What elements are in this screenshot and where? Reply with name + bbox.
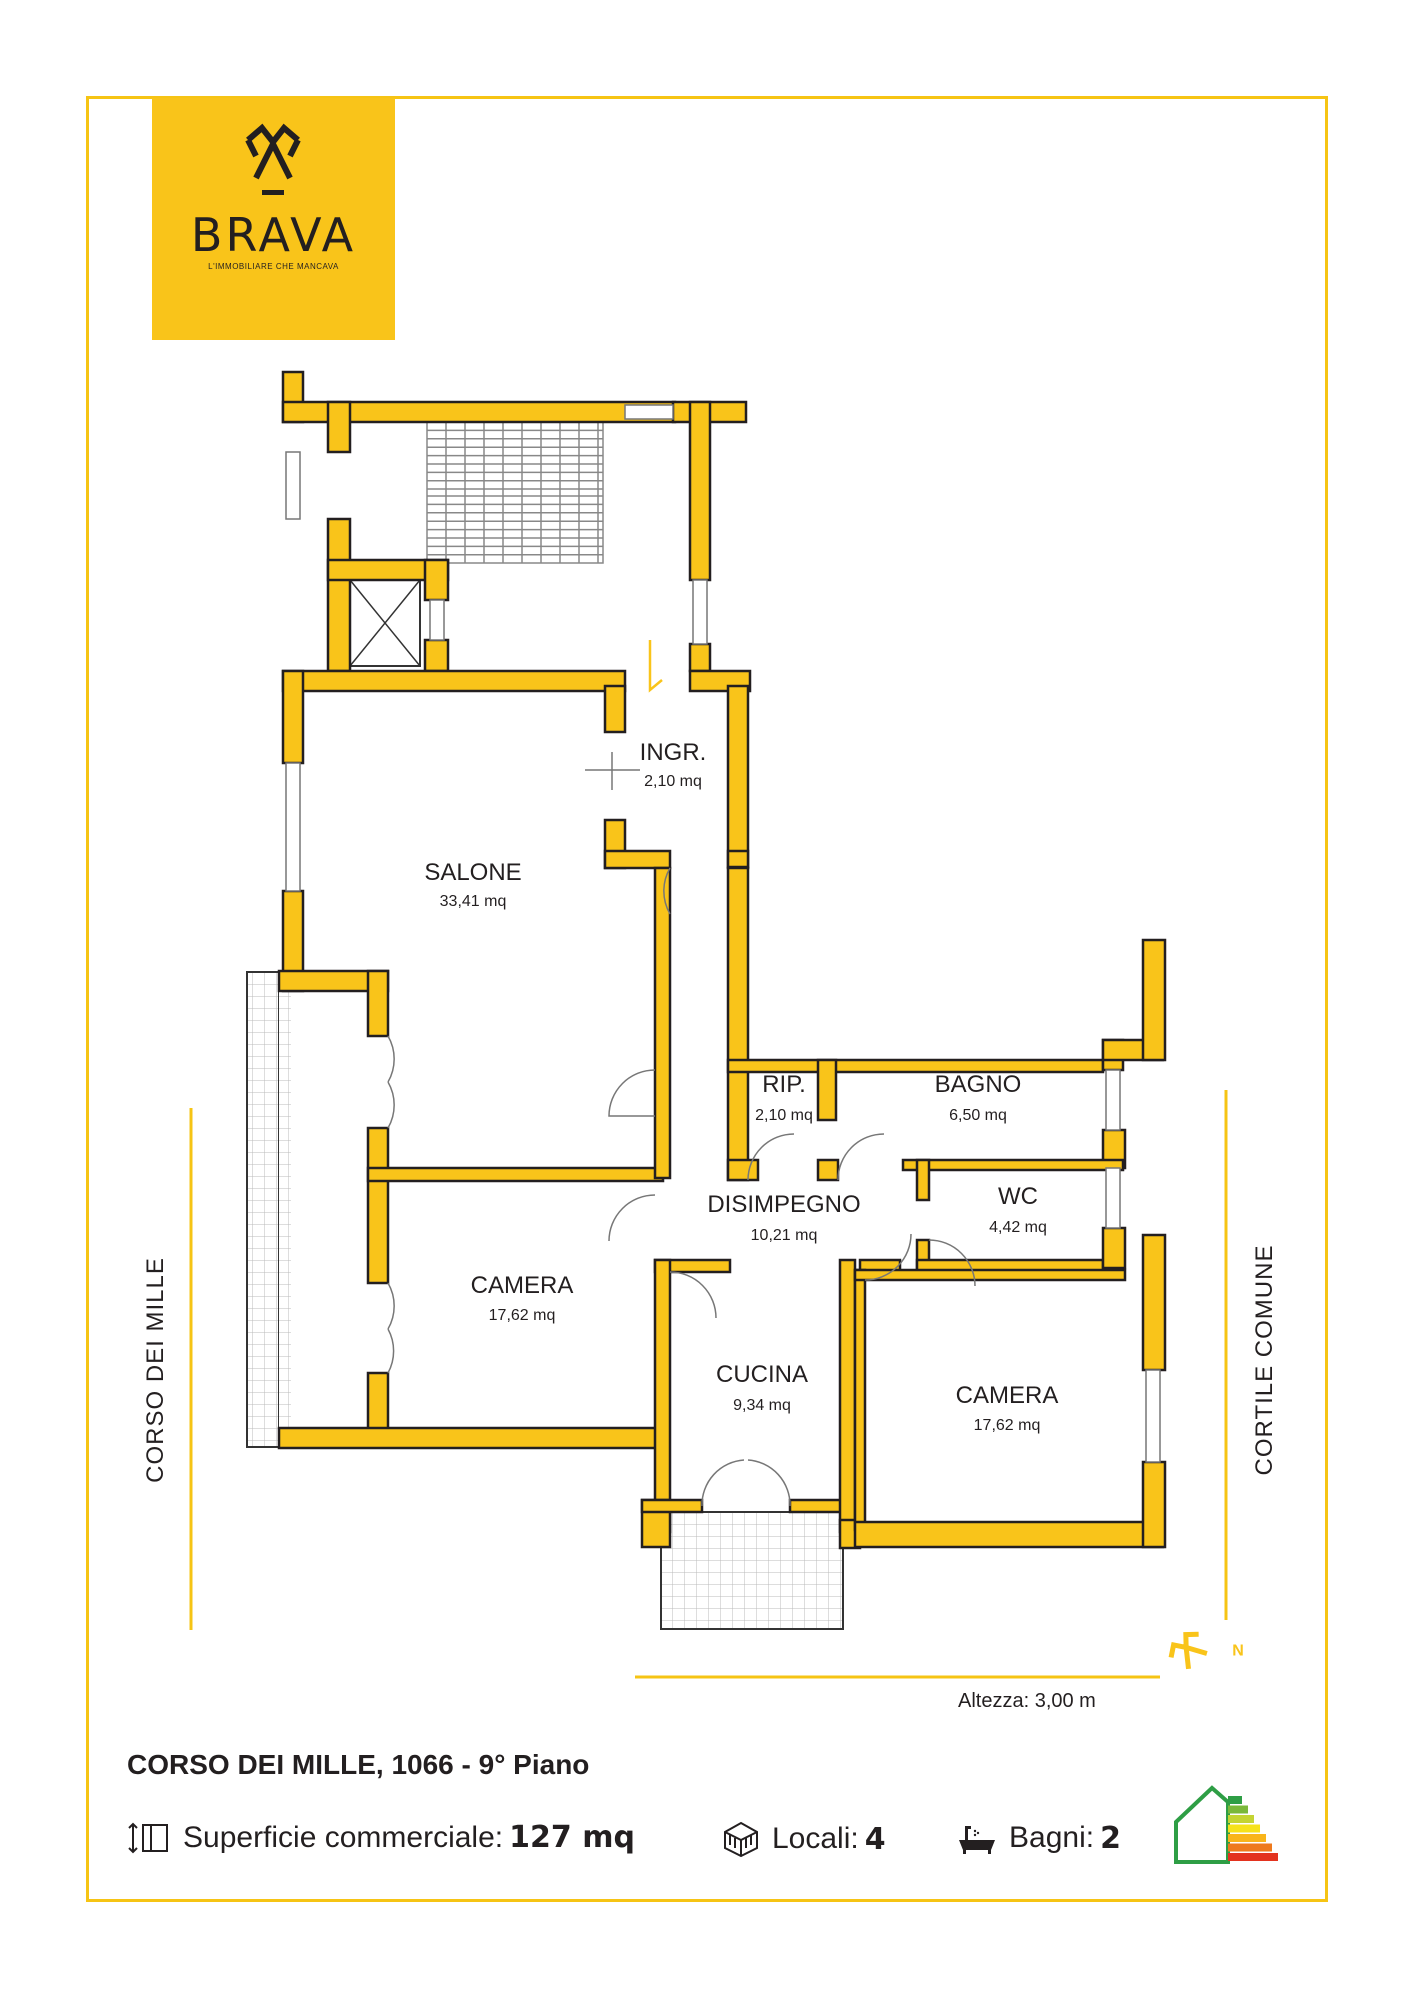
energy-class-icon [1174,1785,1278,1864]
ceiling-height: Altezza: 3,00 m [958,1690,1096,1712]
energy-bar [1228,1815,1254,1823]
room-name: WC [998,1183,1038,1210]
energy-bar [1228,1834,1266,1842]
walls [277,370,1167,1550]
energy-bar [1228,1824,1260,1833]
room-area: 17,62 mq [974,1417,1041,1434]
rooms-value: 4 [864,1821,886,1857]
room-labels: INGR. 2,10 mq SALONE 33,41 mq RIP. 2,10 … [424,739,1058,1434]
windows [285,404,1161,1463]
energy-bar [1228,1843,1272,1852]
balcony-left [246,971,280,1448]
entrance-arrow-icon [648,640,663,693]
crown-icon [245,123,301,195]
energy-bar [1228,1805,1248,1814]
brand-name: BRAVA [190,208,357,262]
rooms-label: Locali: [772,1822,859,1855]
room-name: RIP. [762,1071,806,1098]
balcony-left-strip [279,972,291,1447]
brand-tagline: L'IMMOBILIARE CHE MANCAVA [208,262,339,271]
room-name: CAMERA [956,1382,1059,1409]
surface-info: Superficie commerciale: 127 mq [127,1820,635,1855]
rooms-info: Locali: 4 [722,1820,886,1858]
room-area: 10,21 mq [751,1227,818,1244]
room-name: CAMERA [471,1272,574,1299]
north-label: N [1232,1643,1244,1660]
room-name: INGR. [640,739,707,766]
balcony-kitchen [660,1511,844,1630]
bathtub-icon [959,1826,995,1854]
room-name: BAGNO [935,1071,1022,1098]
room-area: 6,50 mq [949,1107,1007,1124]
page-frame [86,96,1328,1902]
room-name: CUCINA [716,1361,808,1388]
baths-value: 2 [1100,1820,1121,1856]
surface-value: 127 mq [509,1820,635,1855]
room-cube-icon [724,1821,758,1858]
elevator [349,579,421,667]
street-label-left: CORSO DEI MILLE [142,1257,169,1483]
room-area: 2,10 mq [755,1107,813,1124]
room-area: 9,34 mq [733,1397,791,1414]
surface-label: Superficie commerciale: [183,1820,504,1854]
staircase [426,421,604,564]
street-label-right: CORTILE COMUNE [1251,1245,1278,1476]
doors [387,752,976,1507]
surface-icon [128,1822,168,1853]
energy-bar [1228,1796,1242,1804]
room-area: 33,41 mq [440,893,507,910]
room-area: 2,10 mq [644,773,702,790]
property-address: CORSO DEI MILLE, 1066 - 9° Piano [127,1749,590,1780]
baths-info: Bagni: 2 [957,1820,1121,1856]
room-area: 17,62 mq [489,1307,556,1324]
north-arrow-icon: N [1168,1631,1244,1670]
brand-logo: BRAVA L'IMMOBILIARE CHE MANCAVA [152,98,395,340]
baths-label: Bagni: [1009,1821,1095,1854]
room-name: DISIMPEGNO [707,1191,860,1218]
room-name: SALONE [424,859,521,886]
room-area: 4,42 mq [989,1219,1047,1236]
energy-bar [1228,1853,1278,1861]
